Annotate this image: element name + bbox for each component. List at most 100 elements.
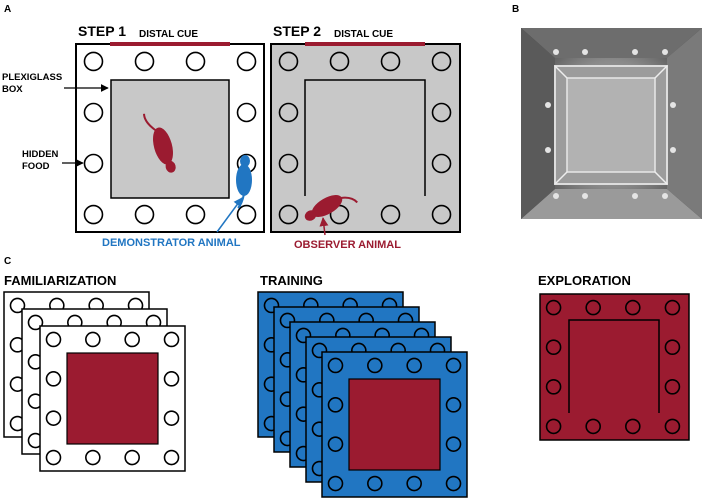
food-hole (134, 51, 155, 72)
arena-hole (9, 297, 26, 314)
photo-hole (632, 193, 638, 199)
arena-hole (27, 314, 44, 331)
panel-letter-a: A (4, 4, 11, 15)
arena-hole (163, 449, 180, 466)
arena-hole (163, 331, 180, 348)
arena-hole (311, 342, 328, 359)
familiarization-stack (3, 291, 186, 472)
food-hole (83, 204, 104, 225)
panel-letter-b: B (512, 4, 519, 15)
food-hole (83, 153, 104, 174)
observer-arrow (319, 217, 329, 236)
step2-observer-rat (304, 195, 358, 221)
arena-hole (45, 410, 62, 426)
food-hole (431, 102, 452, 123)
arena-hole (585, 418, 601, 435)
familiarization-label: FAMILIARIZATION (4, 273, 116, 288)
step2-outer-box (270, 43, 461, 233)
photo-hole (670, 147, 676, 153)
step1-demonstrator-rat (236, 155, 252, 209)
familiarization-arena (39, 325, 186, 472)
plexiglass-label-line2: BOX (2, 84, 23, 95)
food-hole (83, 102, 104, 123)
arena-hole (545, 299, 562, 316)
food-hole (134, 204, 155, 225)
step2-holes (278, 51, 452, 225)
food-hole (278, 204, 299, 225)
hidden-food-label-line1: HIDDEN (22, 149, 59, 160)
arena-hole (327, 436, 344, 452)
photo-hole (582, 49, 588, 55)
arena-hole (445, 357, 462, 374)
arena-hole (625, 418, 641, 435)
arena-hole (327, 397, 344, 413)
food-hole (278, 102, 299, 123)
arena-hole (327, 357, 344, 374)
arena-hole (545, 339, 562, 355)
step1-title: STEP 1 (78, 23, 126, 39)
photo-hole (670, 102, 676, 108)
arena-hole (85, 449, 101, 466)
arena-hole (45, 371, 62, 387)
food-hole (431, 153, 452, 174)
arena-hole (327, 475, 344, 492)
arena-hole (263, 297, 280, 314)
food-hole (278, 51, 299, 72)
food-hole (236, 204, 257, 225)
food-hole (236, 51, 257, 72)
step2-inner-walls (304, 79, 426, 196)
step2-title: STEP 2 (273, 23, 321, 39)
arena-hole (664, 299, 681, 316)
photo-hole (662, 49, 668, 55)
plexiglass-label-line1: PLEXIGLASS (2, 72, 62, 83)
training-arena (321, 351, 468, 498)
food-hole (380, 204, 401, 225)
arena-hole (124, 449, 140, 466)
arena-photograph (521, 28, 702, 219)
arena-hole (545, 418, 562, 435)
arena-hole (545, 379, 562, 395)
photo-hole (545, 102, 551, 108)
food-hole (431, 204, 452, 225)
training-label: TRAINING (260, 273, 323, 288)
food-hole (185, 204, 206, 225)
arena-hole (664, 379, 681, 395)
arena-hole (124, 331, 140, 348)
arena-hole (445, 397, 462, 413)
demonstrator-label: DEMONSTRATOR ANIMAL (102, 237, 241, 249)
arena-hole (445, 436, 462, 452)
arena-hole (85, 331, 101, 348)
photo-hole (553, 49, 559, 55)
observer-label: OBSERVER ANIMAL (294, 239, 401, 251)
step2-arena (270, 42, 461, 233)
photo-hole (582, 193, 588, 199)
panel-letter-c: C (4, 256, 11, 267)
arena-hole (295, 327, 312, 344)
arena-hole (367, 357, 383, 374)
arena-hole (163, 410, 180, 426)
arena-hole (45, 449, 62, 466)
food-hole (329, 51, 350, 72)
arena-hole (625, 299, 641, 316)
arena-hole (45, 331, 62, 348)
hidden-food-label-line2: FOOD (22, 161, 50, 172)
arena-hole (445, 475, 462, 492)
food-hole (278, 153, 299, 174)
arena-hole (664, 339, 681, 355)
arena-hole (664, 418, 681, 435)
photo-hole (632, 49, 638, 55)
arena-hole (367, 475, 383, 492)
food-hole (380, 51, 401, 72)
step2-distal-cue-label: DISTAL CUE (334, 29, 393, 40)
photo-hole (545, 147, 551, 153)
exploration-arena (539, 293, 690, 441)
step1-observer-rat (143, 113, 176, 173)
photo-hole (662, 193, 668, 199)
arena-hole (406, 475, 422, 492)
arena-hole (585, 299, 601, 316)
photo-hole (553, 193, 559, 199)
step1-arena (75, 42, 265, 233)
arena-hole (163, 371, 180, 387)
arena-hole (279, 312, 296, 329)
